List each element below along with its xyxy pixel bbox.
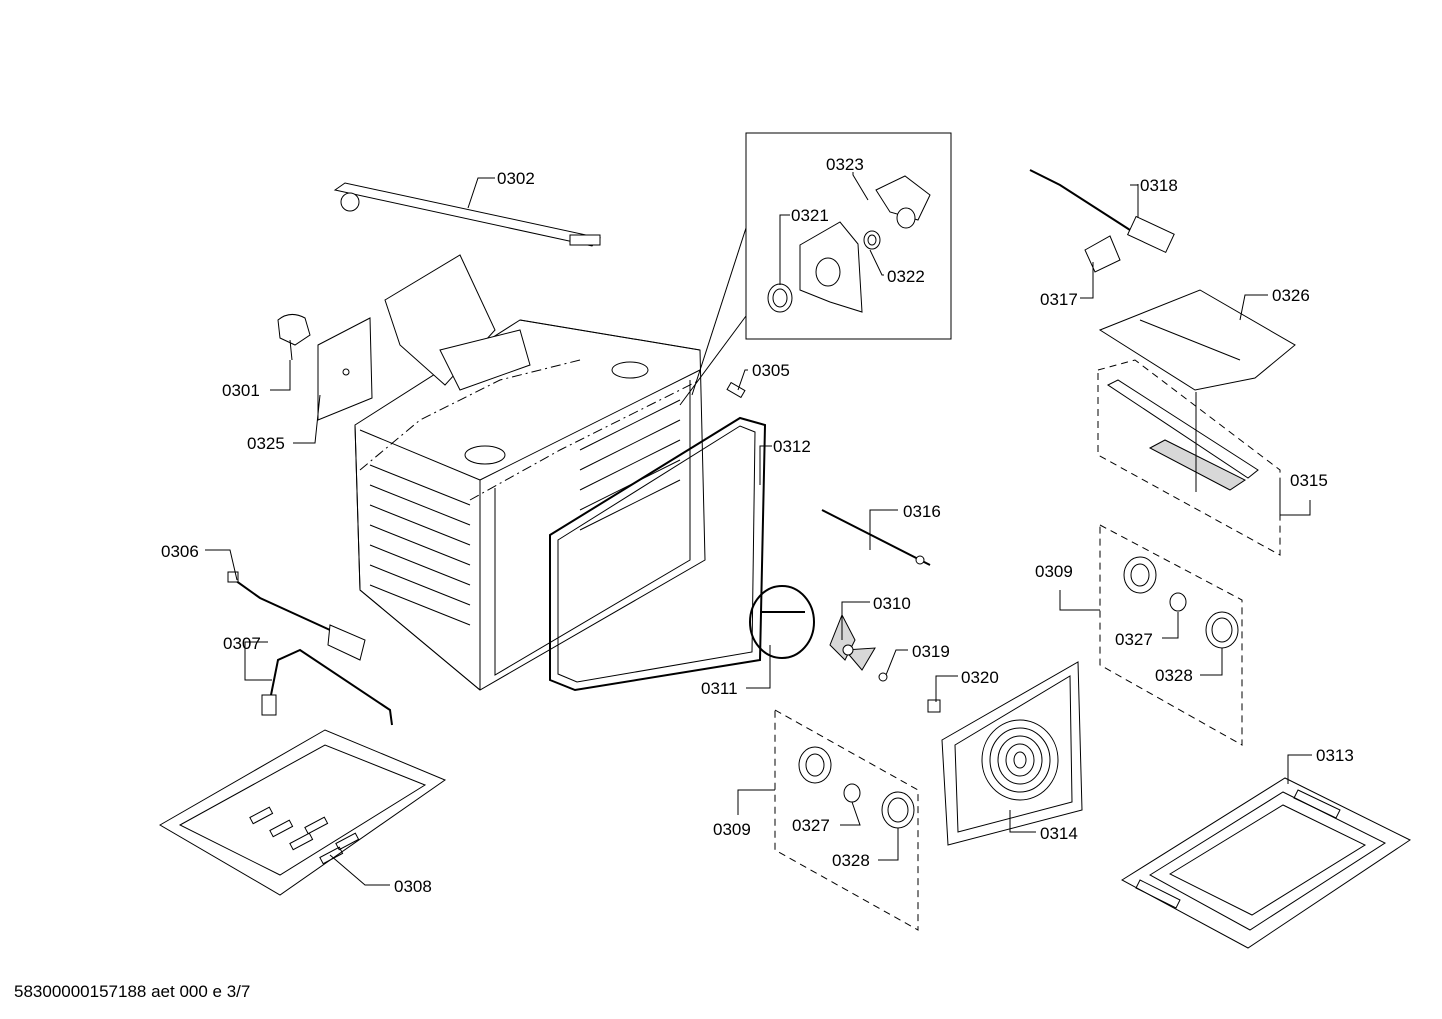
part-0305-drawing — [726, 381, 746, 399]
label-0309-left: 0309 — [713, 820, 751, 839]
label-0311: 0311 — [701, 679, 738, 698]
label-0313: 0313 — [1316, 746, 1354, 765]
part-0317-drawing — [1084, 235, 1121, 273]
part-0325-drawing — [317, 317, 373, 421]
label-0316: 0316 — [903, 502, 941, 521]
label-0315: 0315 — [1290, 471, 1328, 490]
label-0325: 0325 — [247, 434, 285, 453]
label-0305: 0305 — [752, 361, 790, 380]
part-0308-drawing — [159, 729, 447, 896]
part-0319-drawing — [878, 672, 888, 682]
part-0306-drawing — [227, 571, 366, 661]
oven-cavity-drawing — [354, 254, 706, 691]
part-0314-drawing — [941, 661, 1083, 846]
leader-lines — [205, 172, 1312, 886]
document-code: 58300000157188 aet 000 e 3/7 — [14, 982, 251, 1001]
label-0328-left: 0328 — [832, 851, 870, 870]
label-0312: 0312 — [773, 437, 811, 456]
label-0306: 0306 — [161, 542, 199, 561]
part-0312-drawing — [549, 416, 767, 692]
label-0327-left: 0327 — [792, 816, 830, 835]
part-0311-drawing — [749, 585, 815, 659]
label-0328-right: 0328 — [1155, 666, 1193, 685]
label-0309-right: 0309 — [1035, 562, 1073, 581]
inset-box — [679, 132, 952, 406]
label-0314: 0314 — [1040, 824, 1078, 843]
part-0310-drawing — [829, 613, 876, 671]
label-0323: 0323 — [826, 155, 864, 174]
part-labels: 0302 0301 0325 0306 0307 0308 0312 0305 … — [161, 155, 1354, 896]
part-0326-drawing — [1098, 289, 1296, 391]
label-0321: 0321 — [791, 206, 829, 225]
label-0326: 0326 — [1272, 286, 1310, 305]
label-0308: 0308 — [394, 877, 432, 896]
part-0320-drawing — [927, 699, 941, 713]
part-0309-left-group-drawing — [774, 709, 919, 931]
label-0307: 0307 — [223, 634, 261, 653]
part-0301-drawing — [277, 314, 311, 361]
part-0302-drawing — [333, 182, 602, 247]
label-0327-right: 0327 — [1115, 630, 1153, 649]
part-0318-drawing — [1029, 169, 1175, 254]
part-0309-right-group-drawing — [1099, 524, 1243, 746]
label-0302: 0302 — [497, 169, 535, 188]
label-0310: 0310 — [873, 594, 911, 613]
part-0316-drawing — [821, 509, 931, 566]
part-0315-group-drawing — [1097, 359, 1281, 556]
label-0317: 0317 — [1040, 290, 1078, 309]
part-0313-drawing — [1121, 777, 1411, 949]
label-0320: 0320 — [961, 668, 999, 687]
label-0322: 0322 — [887, 267, 925, 286]
part-0307-drawing — [261, 648, 393, 726]
label-0301: 0301 — [222, 381, 260, 400]
label-0318: 0318 — [1140, 176, 1178, 195]
label-0319: 0319 — [912, 642, 950, 661]
